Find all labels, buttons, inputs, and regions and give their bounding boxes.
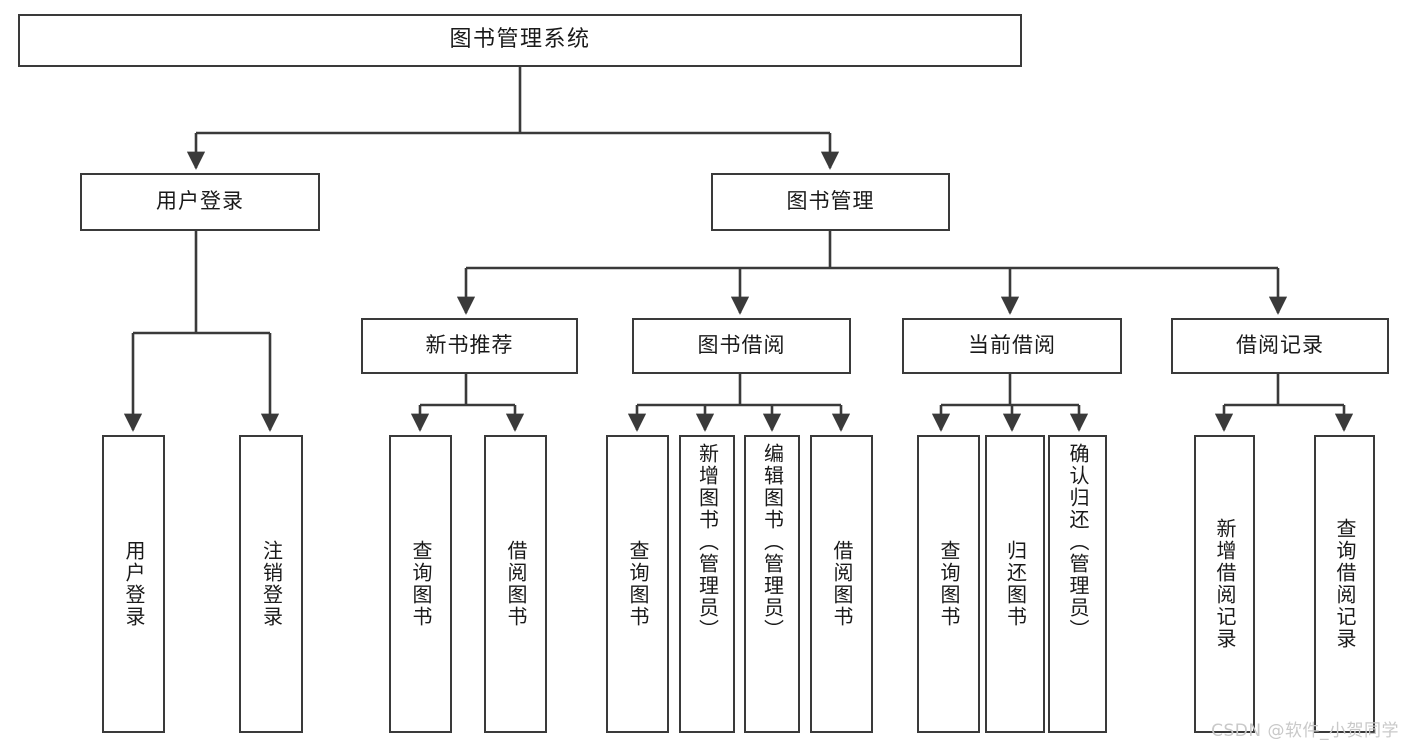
- leaf-current-borrow-return[interactable]: 归还图书: [985, 435, 1045, 733]
- leaf-new-book-borrow[interactable]: 借阅图书: [484, 435, 547, 733]
- leaf-current-borrow-confirm[interactable]: 确认归还（管理员）: [1048, 435, 1107, 733]
- node-label: 查询图书: [937, 540, 961, 628]
- leaf-current-borrow-query[interactable]: 查询图书: [917, 435, 980, 733]
- leaf-book-borrow-query[interactable]: 查询图书: [606, 435, 669, 733]
- leaf-borrow-record-query[interactable]: 查询借阅记录: [1314, 435, 1375, 733]
- leaf-new-book-query[interactable]: 查询图书: [389, 435, 452, 733]
- node-label: 图书管理系统: [449, 27, 591, 53]
- csdn-watermark: CSDN @软件_小贺同学: [1211, 721, 1399, 741]
- leaf-book-borrow-lend[interactable]: 借阅图书: [810, 435, 873, 733]
- node-label: 查询借阅记录: [1333, 518, 1357, 650]
- leaf-user-login-signout[interactable]: 注销登录: [239, 435, 303, 733]
- node-label: 当前借阅: [968, 333, 1056, 358]
- node-book-management[interactable]: 图书管理: [711, 173, 950, 231]
- node-borrow-record[interactable]: 借阅记录: [1171, 318, 1389, 374]
- node-label: 确认归还（管理员）: [1066, 443, 1090, 641]
- node-label: 图书管理: [786, 189, 875, 214]
- node-current-borrow[interactable]: 当前借阅: [902, 318, 1122, 374]
- node-user-login[interactable]: 用户登录: [80, 173, 320, 231]
- node-root-system[interactable]: 图书管理系统: [18, 14, 1022, 67]
- node-label: 借阅图书: [504, 540, 528, 628]
- node-label: 新增借阅记录: [1213, 518, 1237, 650]
- node-label: 图书借阅: [697, 333, 786, 358]
- node-label: 编辑图书（管理员）: [760, 443, 785, 641]
- node-label: 新增图书（管理员）: [695, 443, 720, 641]
- leaf-borrow-record-add[interactable]: 新增借阅记录: [1194, 435, 1255, 733]
- node-label: 查询图书: [409, 540, 433, 628]
- node-new-book-recommend[interactable]: 新书推荐: [361, 318, 578, 374]
- leaf-user-login-signin[interactable]: 用户登录: [102, 435, 165, 733]
- node-label: 查询图书: [626, 540, 650, 628]
- leaf-book-borrow-edit[interactable]: 编辑图书（管理员）: [744, 435, 800, 733]
- node-book-borrow[interactable]: 图书借阅: [632, 318, 851, 374]
- node-label: 用户登录: [122, 540, 146, 628]
- node-label: 新书推荐: [425, 333, 514, 358]
- node-label: 注销登录: [259, 540, 284, 628]
- node-label: 借阅图书: [830, 540, 854, 628]
- leaf-book-borrow-add[interactable]: 新增图书（管理员）: [679, 435, 735, 733]
- node-label: 用户登录: [156, 189, 244, 214]
- node-label: 归还图书: [1003, 540, 1028, 628]
- node-label: 借阅记录: [1236, 333, 1324, 358]
